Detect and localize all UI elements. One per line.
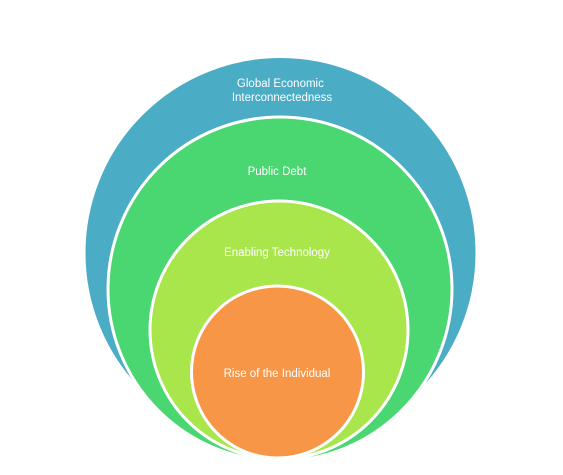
ring-rise-of-the-individual-label: Rise of the Individual [224,368,331,380]
ring-public-debt-label: Public Debt [248,166,308,178]
ring-rise-of-the-individual-circle [190,284,365,460]
ring-rise-of-the-individual: Rise of the Individual [190,284,365,460]
ring-enabling-technology-label: Enabling Technology [224,247,330,259]
ring-global-economic-interconnectedness-label: Global Economic Interconnectedness [232,78,333,104]
